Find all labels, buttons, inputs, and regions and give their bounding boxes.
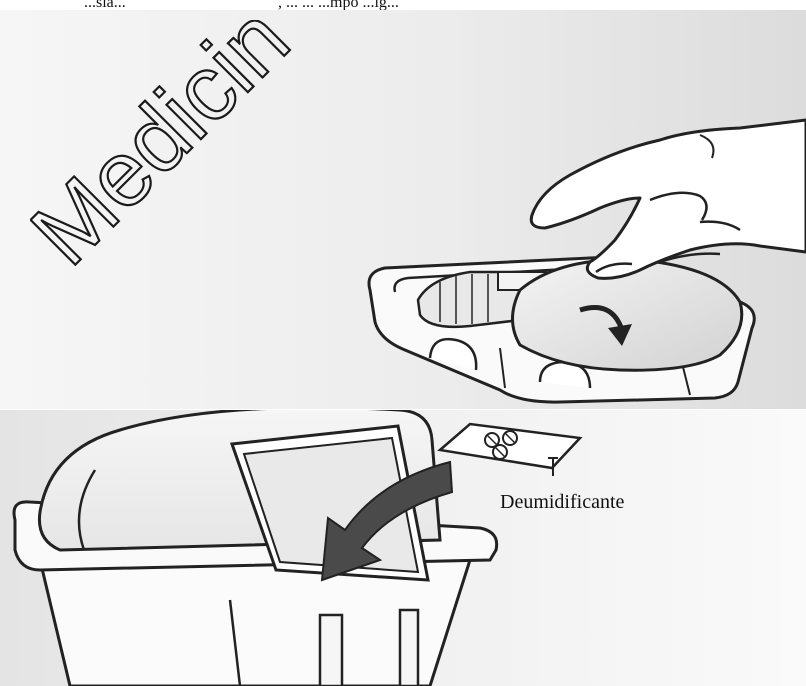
illustration-open-tray: [0, 10, 806, 410]
header-text-left: ...sia...: [84, 0, 126, 10]
bin-desiccant-drawing: [0, 410, 806, 686]
header-text-right: , ... ... ...mpo ...ig...: [278, 0, 399, 10]
illustration-disposal-bin: [0, 410, 806, 686]
desiccant-label: Deumidificante: [500, 491, 624, 514]
tray-hand-drawing: [0, 10, 806, 410]
